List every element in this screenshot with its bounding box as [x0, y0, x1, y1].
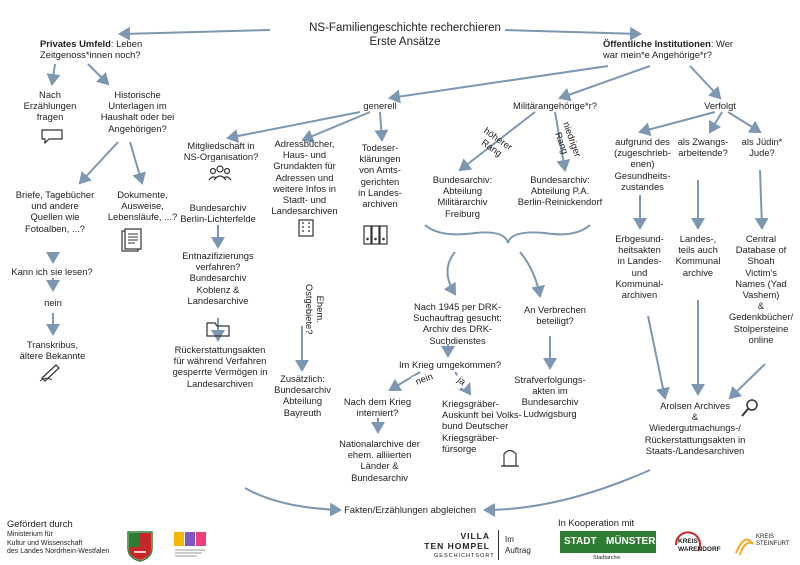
- ministerium-label: Ministerium für Kultur und Wissenschaft …: [7, 531, 110, 555]
- freiburg-archive: Bundesarchiv: Abteilung Militärarchiv Fr…: [432, 174, 493, 219]
- arrow-title-private: [118, 26, 271, 41]
- bayreuth: Zusätzlich: Bundesarchiv Abteilung Bayre…: [274, 373, 331, 418]
- interniert-question: Nach dem Krieg interniert?: [343, 396, 412, 419]
- public-header: Öffentliche Institutionen: Wer war mein*…: [603, 38, 798, 60]
- villa-ten-hompel-logo: VILLA TEN HOMPEL: [424, 531, 490, 551]
- member-question: Mitgliedschaft in NS-Organisation?: [183, 140, 259, 163]
- documents-question: Dokumente, Ausweise, Lebensläufe, ...?: [107, 189, 178, 223]
- entnazi-question: Entnazifizierungs verfahren? Bundesarchi…: [182, 250, 254, 306]
- speech-bubble-icon: [40, 128, 64, 144]
- can-read-question: Kann ich sie lesen?: [11, 266, 93, 277]
- geschichtsort-label: GESCHICHTSORT: [434, 553, 495, 559]
- erbgesundheitsakten: Erbgesund- heitsakten in Landes- und Kom…: [615, 233, 664, 301]
- generell-label: generell: [363, 100, 397, 111]
- document-icon: [118, 227, 144, 253]
- im-auftrag-label: Im Auftrag: [505, 535, 531, 555]
- stadt-muenster-logo: STADT MÜNSTER: [560, 531, 656, 553]
- nein-label-left: nein: [38, 297, 68, 309]
- gesundheit-reason: aufgrund des (zugeschrieb- enen) Gesundh…: [614, 136, 671, 192]
- rueckerstattung: Rückerstattungsakten für während Verfahr…: [172, 344, 268, 389]
- arrow-title-public: [504, 26, 642, 41]
- stadt-text: STADT: [564, 536, 597, 547]
- people-icon: [208, 164, 232, 182]
- drk-suchauftrag: Nach 1945 per DRK- Suchauftrag gesucht: …: [413, 301, 502, 346]
- kriegsgraeber: Kriegsgräber- Auskunft bei Volks- bund D…: [442, 398, 522, 454]
- rkp-logo: [172, 530, 208, 560]
- muenster-text: MÜNSTER: [606, 536, 656, 547]
- umgekommen-question: Im Krieg umgekommen?: [398, 359, 502, 370]
- public-header-bold: Öffentliche Institutionen: [603, 38, 711, 49]
- building-icon: [296, 218, 316, 238]
- verfolgt-label: Verfolgt: [704, 100, 736, 111]
- central-database: Central Database of Shoah Victim's Names…: [728, 233, 794, 345]
- pa-archive: Bundesarchiv: Abteilung P.A. Berlin-Rein…: [517, 174, 603, 208]
- kooperation-label: In Kooperation mit: [558, 517, 635, 528]
- adressbuecher: Adressbücher, Haus- und Grundakten für A…: [271, 138, 338, 217]
- kreis-steinfurt-logo: KREIS STEINFURT: [732, 531, 798, 559]
- transkribus: Transkribus, ältere Bekannte: [19, 339, 86, 362]
- public-header-rest: : Wer war mein*e Angehörige*r?: [603, 38, 734, 61]
- strafverfolgung: Strafverfolgungs- akten im Bundesarchiv …: [514, 374, 586, 419]
- historic-docs: Historische Unterlagen im Haushalt oder …: [100, 89, 175, 134]
- jude-reason: als Jüdin* Jude?: [741, 136, 783, 159]
- stadtarchiv-label: Stadtarchiv: [593, 555, 621, 561]
- folder-icon: [205, 320, 231, 338]
- magnifier-icon: [740, 398, 760, 418]
- ask-stories: Nach Erzählungen fragen: [23, 89, 77, 123]
- kreis-steinfurt-text: KREIS STEINFURT: [756, 534, 790, 547]
- page-title: NS-Familiengeschichte recherchieren: [309, 22, 501, 34]
- ostgebiete-label: Ehem. Ostgebiete?: [303, 279, 327, 340]
- pen-icon: [38, 362, 64, 382]
- landes-kommunal: Landes-, teils auch Kommunal archive: [675, 233, 721, 278]
- private-header: Privates Umfeld: Leben Zeitgenoss*innen …: [40, 38, 190, 60]
- bundesarchiv-lichterfelde: Bundesarchiv Berlin-Lichterfelde: [180, 202, 256, 225]
- private-header-rest: : Leben Zeitgenoss*innen noch?: [40, 38, 143, 61]
- brace: [424, 224, 591, 244]
- letters-question: Briefe, Tagebücher und andere Quellen wi…: [15, 189, 95, 234]
- fakten-abgleichen: Fakten/Erzählungen abgleichen: [344, 504, 476, 515]
- arrow-private-ask: [46, 63, 61, 86]
- kreis-warendorf-logo: KREIS WARENDORF: [668, 531, 728, 559]
- gefoerdert-label: Gefördert durch: [7, 518, 73, 529]
- nationalarchive: Nationalarchive der ehem. alliierten Län…: [339, 438, 420, 483]
- todeserklaerungen: Todeser- klärungen von Amts- gerichten i…: [358, 142, 402, 210]
- verbrechen-question: An Verbrechen beteiligt?: [523, 304, 587, 327]
- gravestone-icon: [500, 446, 520, 468]
- page-subtitle: Erste Ansätze: [369, 36, 441, 48]
- nrw-coat-of-arms-logo: [126, 530, 154, 562]
- footer-divider: [498, 530, 499, 560]
- military-label: Militärangehörige*r?: [513, 100, 597, 111]
- arolsen-archives: Arolsen Archives & Wiedergutmachungs-/ R…: [644, 400, 746, 456]
- zwangsarbeit-reason: als Zwangs- arbeitende?: [677, 136, 729, 159]
- kreis-warendorf-text: KREIS WARENDORF: [678, 538, 721, 553]
- arrow-public-generell: [388, 65, 609, 104]
- binders-icon: [362, 222, 390, 246]
- private-header-bold: Privates Umfeld: [40, 38, 111, 49]
